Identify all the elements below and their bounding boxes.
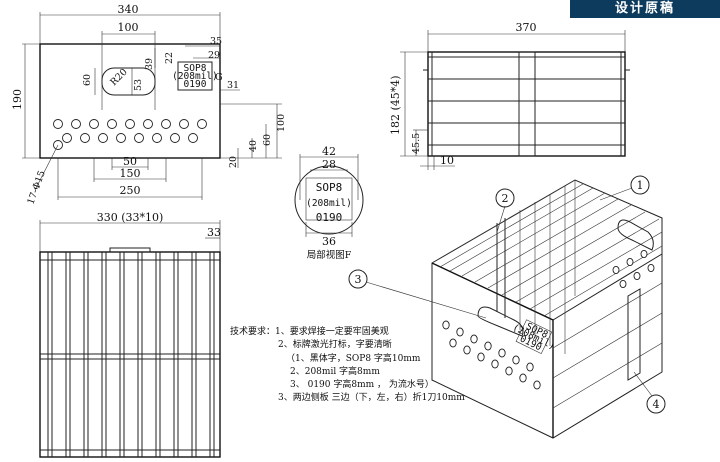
handle-cutout: [101, 67, 156, 96]
dim-150: 150: [120, 167, 141, 180]
dim-60-right: 60: [262, 134, 273, 146]
iso-handle-cutout: [477, 306, 524, 337]
dim-35: 35: [210, 36, 222, 47]
side-frame: [427, 51, 626, 157]
dim-370: 370: [516, 21, 537, 34]
note-item-3: 3、两边侧板 三边（下，左，右）折1刀10mm: [278, 393, 465, 404]
side-view: 370 182 (45*4) 45.5 10: [389, 21, 630, 170]
dim-39: 39: [144, 58, 155, 70]
dim-50: 50: [123, 155, 137, 168]
note-item-2-1: （1、黑体字，SOP8 字高10mm: [286, 353, 421, 364]
front-label-line2: (208mil): [172, 71, 218, 82]
note-item-2: 2、标牌激光打标，字要清晰: [278, 340, 392, 351]
hole-pattern: [53, 119, 207, 150]
front-label-line1: SOP8: [184, 63, 207, 74]
dim-31: 31: [227, 80, 239, 91]
dim-100-top: 100: [118, 21, 139, 34]
isometric-view: SOP8 (208mil) 0190: [348, 175, 666, 439]
callout-4-label: 4: [653, 398, 660, 411]
note-item-1: 1、要求焊接一定要牢固美观: [275, 327, 389, 337]
front-label-plate: [177, 61, 213, 91]
front-view: 340 100 R20 53 60 39 22 35 29 SOP8 (208m…: [11, 3, 287, 206]
note-item-2-3: 3、 0190 字高8mm ， 为流水号）: [290, 380, 434, 391]
iso-shelves: [431, 179, 663, 409]
dim-250: 250: [120, 184, 141, 197]
callout-3: 3: [348, 269, 487, 319]
dim-60: 60: [82, 74, 93, 86]
note-item-2-2: 2、208mil 字高8mm: [290, 366, 380, 377]
dim-340: 340: [118, 3, 139, 16]
dim-20-right: 20: [228, 156, 239, 168]
callout-4: 4: [633, 371, 666, 414]
top-view: 330 (33*10) 33: [39, 211, 221, 458]
iso-center-post: [627, 288, 641, 381]
dim-36: 36: [322, 235, 336, 248]
callout-3-label: 3: [355, 273, 362, 286]
detail-view-f: 42 28 SOP8 (208mil) 0190 36 局部视图F: [294, 145, 364, 261]
dim-40-right: 40: [248, 140, 259, 152]
iso-holes: [442, 249, 655, 390]
detail-label-line2: (208mil): [306, 198, 352, 209]
callout-1: 1: [599, 175, 650, 201]
notes-title: 技术要求：: [230, 327, 276, 337]
dim-190: 190: [11, 89, 24, 110]
dim-53: 53: [133, 79, 144, 91]
side-center-post: [518, 51, 536, 157]
notes-line-1: 技术要求：1、要求焊接一定要牢固美观: [230, 326, 520, 339]
dim-r20: R20: [108, 67, 129, 88]
front-label-tag: G: [215, 72, 223, 83]
design-draft-badge: 设计原稿: [570, 0, 720, 18]
dim-10: 10: [440, 154, 454, 167]
dim-182: 182 (45*4): [389, 75, 402, 135]
front-plate-outline: [39, 43, 221, 159]
dim-33: 33: [207, 226, 221, 239]
dim-45-5: 45.5: [411, 133, 422, 154]
dim-29: 29: [208, 50, 220, 61]
dim-42: 42: [322, 145, 336, 158]
technical-requirements: 技术要求：1、要求焊接一定要牢固美观 2、标牌激光打标，字要清晰 （1、黑体字，…: [230, 326, 520, 406]
top-rails: [47, 252, 215, 457]
detail-caption: 局部视图F: [307, 249, 352, 261]
detail-circle: [294, 165, 364, 235]
detail-label-line3: 0190: [316, 211, 343, 224]
dim-22: 22: [164, 52, 175, 64]
dim-28: 28: [322, 158, 336, 171]
front-label-line3: 0190: [184, 79, 207, 90]
callout-2-label: 2: [502, 192, 509, 205]
hole-spec: 17-Φ15: [25, 169, 47, 206]
dim-330: 330 (33*10): [97, 211, 164, 224]
detail-label-line1: SOP8: [316, 181, 343, 194]
dim-100-right: 100: [276, 114, 287, 132]
callout-2: 2: [495, 188, 515, 233]
callout-1-label: 1: [637, 179, 644, 192]
